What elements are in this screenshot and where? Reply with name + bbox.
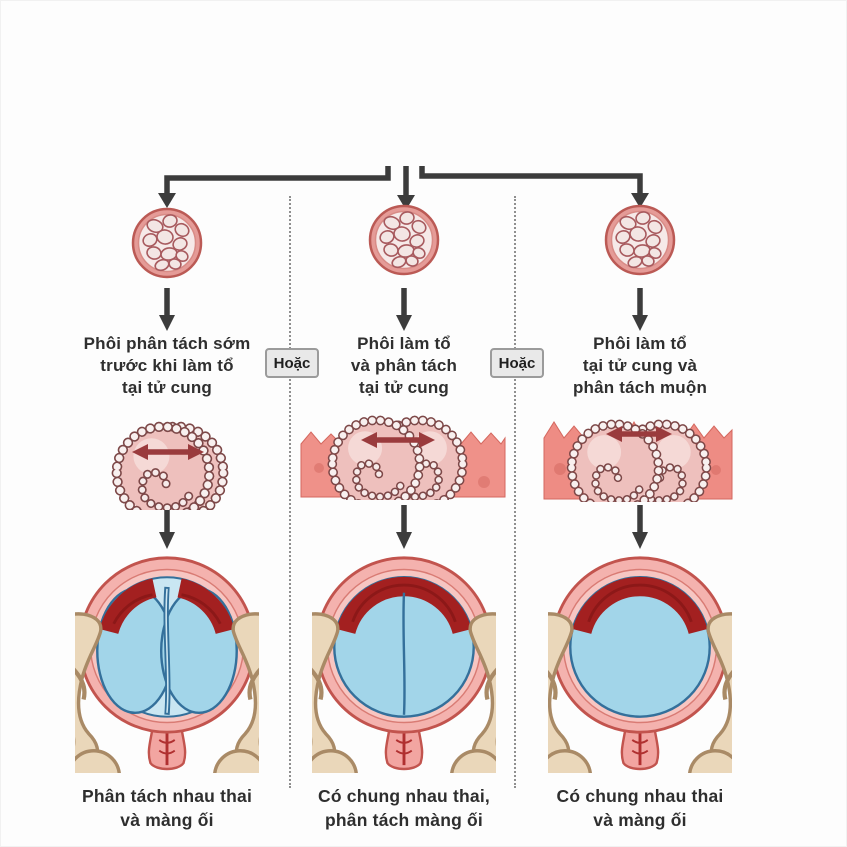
or-separator-dotted-line (514, 196, 516, 788)
down-arrow-icon (159, 505, 648, 549)
or-label: Hoặc (498, 354, 536, 372)
morula-icon (600, 200, 680, 280)
dividing-membrane-thin (402, 592, 406, 715)
uterus-figure-monochorionic-monoamniotic (548, 556, 732, 773)
placenta-shared (572, 576, 708, 635)
column-1-header: Phôi phân tách sớm trước khi làm tổ tại … (83, 334, 251, 398)
column-2-header: Phôi làm tổ và phân tách tại tử cung (350, 334, 458, 398)
cervix (147, 727, 187, 771)
placenta-shared (336, 576, 472, 635)
uterus-figure-dichorionic (75, 556, 259, 773)
or-separator-dotted-line (289, 196, 291, 788)
morula-icon (127, 203, 207, 283)
dividing-membrane-thick (163, 586, 171, 715)
split-double-arrow-icon (606, 426, 672, 442)
or-label-box: Hoặc (265, 348, 319, 378)
split-double-arrow-icon (132, 444, 204, 460)
branch-arrow-left-icon (158, 166, 391, 208)
split-double-arrow-icon (361, 432, 435, 448)
uterus-figure-monochorionic-diamniotic (312, 556, 496, 773)
placenta-separate-lobes (99, 578, 235, 635)
cervix (620, 727, 660, 771)
splitting-blastocysts-implanting (300, 398, 506, 500)
cervix (384, 727, 424, 771)
column-1-caption: Phân tách nhau thai và màng ối (81, 786, 253, 830)
morula-icon (364, 200, 444, 280)
or-label: Hoặc (273, 354, 311, 372)
column-3-header: Phôi làm tổ tại tử cung và phân tách muộ… (572, 334, 708, 398)
or-label-box: Hoặc (490, 348, 544, 378)
down-arrow-icon (159, 288, 648, 331)
splitting-blastocysts-free (82, 402, 254, 510)
column-3-caption: Có chung nhau thai và màng ối (556, 786, 724, 830)
splitting-blastocysts-embedded (543, 394, 733, 502)
column-2-caption: Có chung nhau thai, phân tách màng ối (318, 786, 490, 830)
